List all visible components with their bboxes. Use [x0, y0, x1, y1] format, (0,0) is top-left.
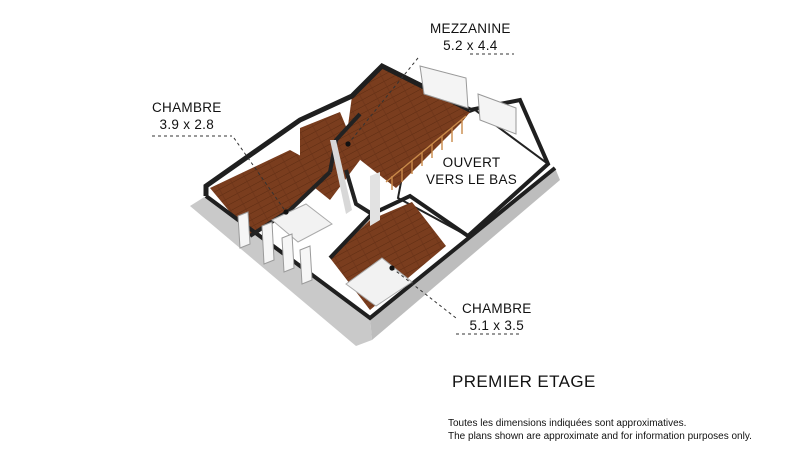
room-label-bedroom-large: CHAMBRE 5.1 x 3.5 — [462, 300, 532, 334]
exterior-wall-side-right — [370, 168, 560, 340]
room-marker-dot — [389, 265, 395, 271]
interior-wall — [344, 169, 374, 216]
exterior-wall-front — [204, 166, 557, 321]
room-name: CHAMBRE — [462, 301, 532, 316]
stair-balustrade — [385, 115, 467, 190]
wardrobe-doors — [237, 211, 313, 285]
disclaimer-en: The plans shown are approximate and for … — [448, 431, 752, 442]
floor-title: PREMIER ETAGE — [452, 372, 596, 391]
window — [419, 65, 469, 109]
room-name: CHAMBRE — [152, 100, 222, 115]
open-area-line2: VERS LE BAS — [426, 172, 518, 187]
room-marker-dot — [345, 141, 351, 147]
open-area-line1: OUVERT — [442, 155, 501, 170]
open-area-label: OUVERT VERS LE BAS — [426, 154, 517, 188]
room-marker-dot — [283, 209, 289, 215]
window — [477, 93, 517, 135]
room-dimensions: 5.1 x 3.5 — [469, 318, 525, 333]
room-dimensions: 3.9 x 2.8 — [159, 117, 215, 132]
disclaimer-fr: Toutes les dimensions indiquées sont app… — [448, 418, 687, 429]
room-dimensions: 5.2 x 4.4 — [443, 38, 498, 53]
exterior-wall-side — [190, 196, 372, 346]
room-name: MEZZANINE — [430, 21, 511, 36]
bed — [345, 257, 413, 307]
room-label-mezzanine: MEZZANINE 5.2 x 4.4 — [430, 20, 511, 54]
leader-lines — [152, 53, 520, 335]
room-label-bedroom-small: CHAMBRE 3.9 x 2.8 — [152, 99, 222, 133]
wall-side — [330, 140, 352, 214]
disclaimer: Toutes les dimensions indiquées sont app… — [448, 417, 752, 443]
corridor-floor — [300, 112, 360, 200]
wall-side — [370, 172, 380, 226]
exterior-wall — [203, 62, 472, 196]
